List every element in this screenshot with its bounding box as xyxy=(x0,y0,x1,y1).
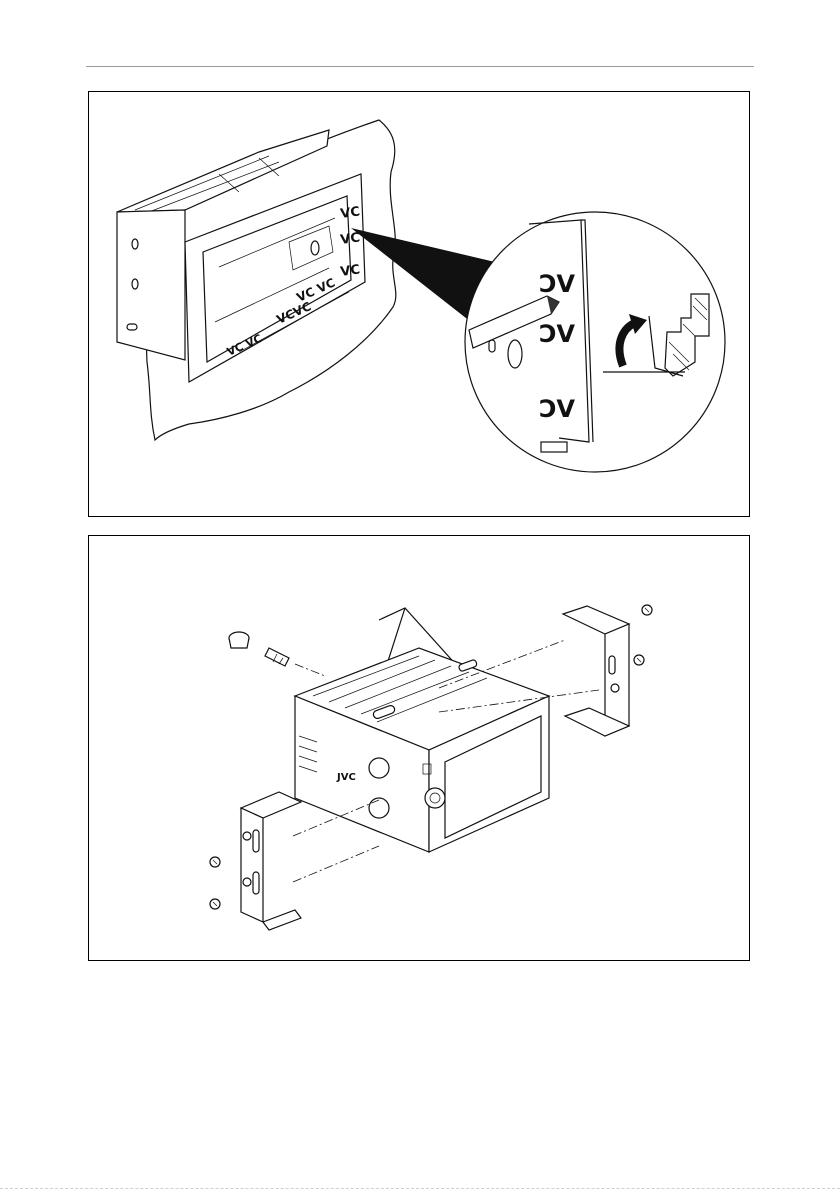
right-bracket xyxy=(563,606,629,736)
sleeve-side xyxy=(117,210,185,360)
bracket-illustration: JVC xyxy=(89,536,749,960)
sleeve-illustration: VC VC VC VC VC VCVC VC VC VC VC VC xyxy=(89,92,749,516)
enlarged-logo-1: VC xyxy=(539,270,575,298)
rubber-cushion-icon xyxy=(229,632,249,648)
volume-knob xyxy=(425,788,445,808)
tab-logo-1: VC xyxy=(339,204,361,222)
hex-bolt-icon xyxy=(265,648,289,666)
header-rule xyxy=(86,66,754,67)
screw-icon xyxy=(210,899,220,909)
screw-icon xyxy=(634,655,644,665)
unit-side-logo: JVC xyxy=(336,772,356,783)
page-bottom-rule xyxy=(0,1188,840,1189)
enlarged-logo-2: VC xyxy=(539,320,575,348)
screw-icon xyxy=(642,605,652,615)
enlarged-logo-3: VC xyxy=(539,395,575,423)
left-bracket xyxy=(241,792,301,930)
tab-logo-3: VC xyxy=(339,262,361,280)
figure-sleeve-removal: VC VC VC VC VC VCVC VC VC VC VC VC xyxy=(88,91,750,517)
figure-bracket-mounting: JVC xyxy=(88,535,750,961)
screw-icon xyxy=(210,857,220,867)
